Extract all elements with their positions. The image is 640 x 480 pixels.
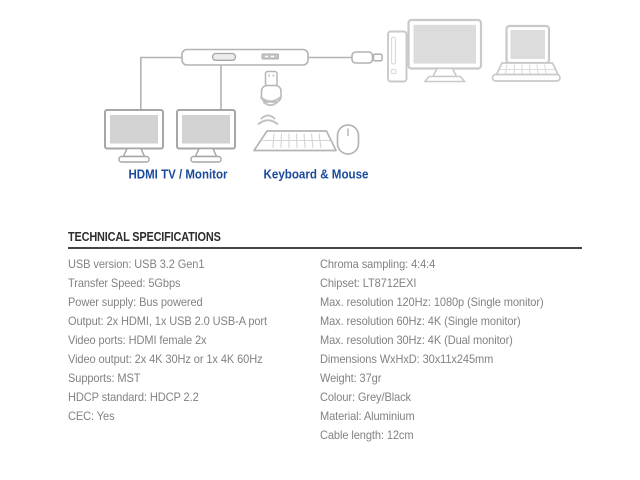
tower-slot [390, 36, 397, 65]
specs-left-column: USB version: USB 3.2 Gen1 Transfer Speed… [68, 255, 284, 426]
wave-arc [263, 101, 278, 107]
laptop-keys [500, 64, 555, 74]
key-tick [543, 64, 547, 74]
monitor-stand-base [423, 75, 467, 83]
specs-title: TECHNICAL SPECIFICATIONS [68, 229, 221, 244]
desktop-tower-icon [387, 30, 408, 83]
spec-row-max-resolution-30hz: Max. resolution 30Hz: 4K (Dual monitor) [320, 333, 513, 347]
specs-divider [68, 247, 582, 249]
technical-specifications-section: TECHNICAL SPECIFICATIONS USB version: US… [68, 229, 582, 455]
key-tick [280, 133, 283, 149]
connector-body [351, 51, 374, 64]
keyboard-keys [262, 133, 331, 149]
spec-row-chroma-sampling: Chroma sampling: 4:4:4 [320, 257, 436, 271]
keyboard-mouse-label: Keyboard & Mouse [264, 168, 369, 182]
usb-port-pin [271, 55, 274, 58]
spec-row-output: Output: 2x HDMI, 1x USB 2.0 USB-A port [68, 314, 267, 328]
monitor-stand-neck [431, 67, 458, 78]
key-tick [295, 133, 298, 149]
usb-c-connector-icon [351, 51, 383, 64]
spec-row-max-resolution-60hz: Max. resolution 60Hz: 4K (Single monitor… [320, 314, 521, 328]
monitor-stand-base [190, 155, 222, 163]
spec-row-cable-length: Cable length: 12cm [320, 428, 414, 442]
wave-arc [260, 114, 276, 120]
dongle-plug [264, 70, 278, 87]
hdmi-port-icon [211, 52, 237, 61]
spec-row-hdcp-standard: HDCP standard: HDCP 2.2 [68, 390, 199, 404]
key-tick [303, 133, 306, 149]
spec-row-transfer-speed: Transfer Speed: 5Gbps [68, 276, 181, 290]
tower-power-button [390, 68, 397, 75]
usb-port-pin [265, 55, 268, 58]
spec-row-supports: Supports: MST [68, 371, 141, 385]
spec-row-material: Material: Aluminium [320, 409, 415, 423]
wireless-dongle-icon [260, 70, 282, 103]
desktop-monitor-icon [407, 18, 483, 83]
usb-hub-icon [181, 48, 309, 66]
specs-right-column: Chroma sampling: 4:4:4 Chipset: LT8712EX… [320, 255, 563, 445]
wireless-waves-icon [257, 96, 281, 125]
connector-tip [372, 53, 383, 62]
key-tick [318, 133, 322, 149]
monitor-screen [110, 115, 158, 144]
key-tick [536, 64, 539, 74]
key-tick [513, 64, 516, 74]
spec-row-power-supply: Power supply: Bus powered [68, 295, 203, 309]
spec-row-weight: Weight: 37gr [320, 371, 382, 385]
cable-to-monitor-1 [140, 56, 182, 110]
spec-row-dimensions: Dimensions WxHxD: 30x11x245mm [320, 352, 494, 366]
spec-row-cec: CEC: Yes [68, 409, 115, 423]
wave-arc [257, 119, 279, 125]
usb-a-port-icon [261, 53, 279, 60]
spec-row-max-resolution-120hz: Max. resolution 120Hz: 1080p (Single mon… [320, 295, 544, 309]
connection-diagram: HDMI TV / Monitor Keyboard & Mouse [104, 18, 561, 182]
tower-body [387, 30, 408, 83]
key-tick [504, 64, 508, 74]
dongle-pin [272, 74, 275, 77]
monitor-screen [413, 24, 476, 64]
monitor-stand-base [118, 155, 150, 163]
key-tick [528, 64, 531, 74]
monitor-stand-neck [122, 147, 146, 158]
keyboard-icon [253, 130, 337, 152]
monitor-screen [182, 115, 230, 144]
laptop-front-bar [491, 73, 561, 82]
monitor-icon [176, 109, 236, 163]
spec-row-video-ports: Video ports: HDMI female 2x [68, 333, 207, 347]
laptop-icon [491, 24, 561, 82]
spec-row-chipset: Chipset: LT8712EXI [320, 276, 417, 290]
mouse-icon [336, 124, 360, 155]
spec-row-usb-version: USB version: USB 3.2 Gen1 [68, 257, 205, 271]
key-tick [310, 133, 314, 149]
cable-lines [140, 56, 352, 110]
mouse-body [336, 124, 360, 155]
wave-arc [260, 96, 281, 103]
specs-columns: USB version: USB 3.2 Gen1 Transfer Speed… [68, 255, 582, 455]
spec-row-colour: Colour: Grey/Black [320, 390, 411, 404]
dongle-pin [268, 74, 270, 77]
monitor-stand-neck [194, 147, 218, 158]
spec-row-video-output: Video output: 2x 4K 30Hz or 1x 4K 60Hz [68, 352, 263, 366]
key-tick [272, 133, 275, 149]
hdmi-tv-monitor-label: HDMI TV / Monitor [129, 168, 228, 182]
hub-body [181, 48, 309, 66]
monitor-icon [104, 109, 164, 163]
laptop-screen [510, 30, 545, 59]
